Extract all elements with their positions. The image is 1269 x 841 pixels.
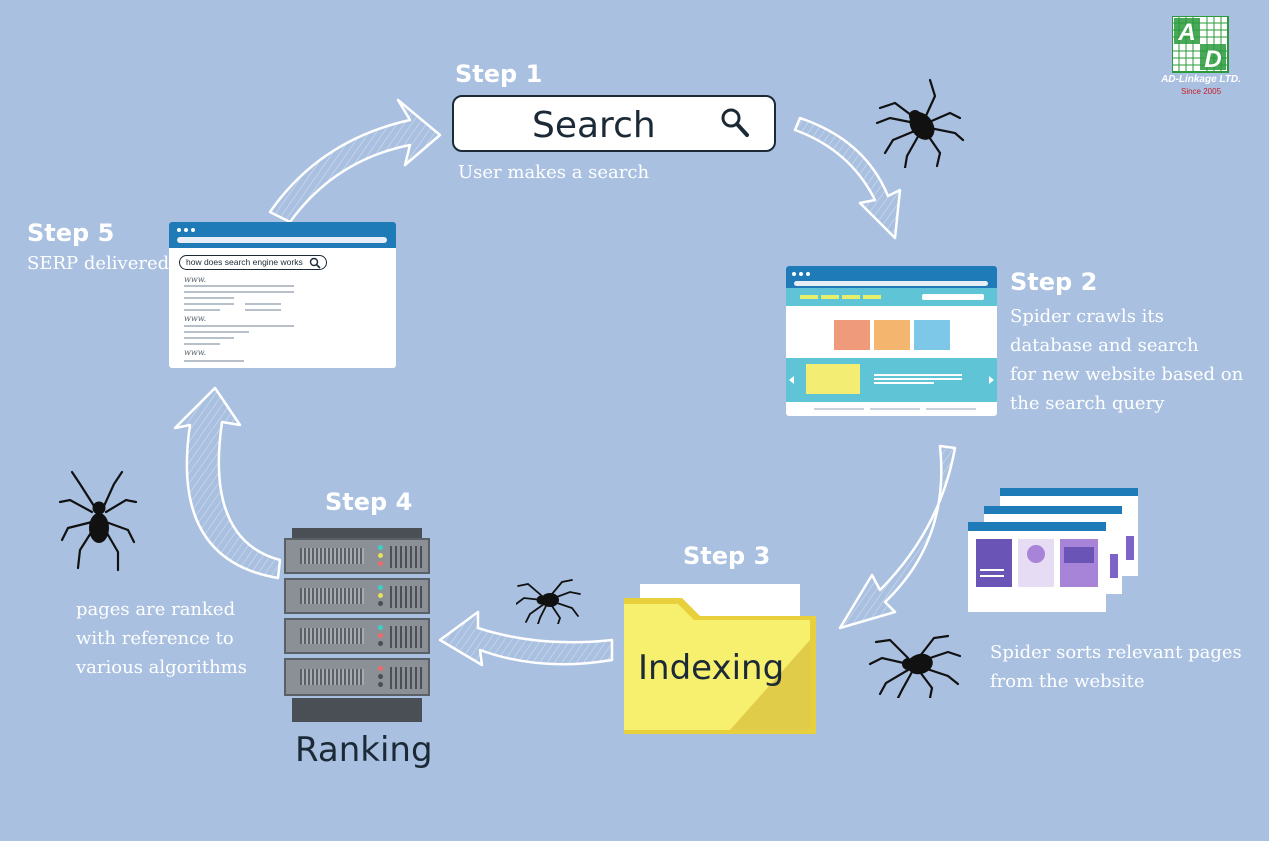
- step3-description-line: Spider sorts relevant pages: [990, 642, 1242, 663]
- server-rack-icon: [284, 528, 430, 723]
- step4-description: pages are ranked with reference to vario…: [76, 595, 247, 682]
- step2-description-line: the search query: [1010, 393, 1165, 414]
- serp-browser-window: how does search engine works www. www. w…: [169, 222, 396, 368]
- step2-description-line: database and search: [1010, 335, 1199, 356]
- search-box[interactable]: Search: [452, 95, 776, 152]
- curved-arrow-icon: [838, 444, 957, 630]
- serp-result-url: www.: [184, 348, 207, 357]
- curved-arrow-icon: [268, 98, 442, 224]
- spider-icon: [58, 470, 138, 572]
- browser-window-icon: [786, 266, 997, 416]
- step2-description-line: Spider crawls its: [1010, 306, 1164, 327]
- spider-icon: [875, 78, 965, 168]
- logo-mark: A D: [1172, 16, 1229, 73]
- step2-description-line: for new website based on: [1010, 364, 1244, 385]
- serp-result-url: www.: [184, 314, 207, 323]
- company-logo: A D AD-Linkage LTD. Since 2005: [1145, 14, 1257, 98]
- server-unit: [284, 618, 430, 654]
- step3-description-line: from the website: [990, 671, 1145, 692]
- logo-name: AD-Linkage LTD.: [1161, 74, 1241, 85]
- step2-description: Spider crawls its database and search fo…: [1010, 302, 1243, 418]
- step4-description-line: with reference to: [76, 628, 234, 649]
- folder-icon: [624, 584, 816, 734]
- server-unit: [284, 538, 430, 574]
- step5-description: SERP delivered: [27, 253, 170, 274]
- serp-query-text: how does search engine works: [186, 257, 303, 267]
- step1-description: User makes a search: [458, 162, 650, 183]
- spider-icon: [516, 579, 581, 624]
- step5-title: Step 5: [27, 219, 115, 247]
- spider-icon: [868, 634, 962, 698]
- step3-title: Step 3: [683, 542, 771, 570]
- server-unit: [284, 658, 430, 696]
- step2-title: Step 2: [1010, 268, 1098, 296]
- search-box-text: Search: [532, 105, 656, 146]
- folder-label: Indexing: [638, 648, 785, 688]
- step4-description-line: various algorithms: [76, 657, 247, 678]
- curved-arrow-icon: [438, 610, 614, 667]
- server-unit: [284, 578, 430, 614]
- step4-description-line: pages are ranked: [76, 599, 236, 620]
- stacked-pages-icon: [968, 486, 1143, 616]
- logo-letter-d: D: [1204, 46, 1221, 73]
- search-icon: [309, 257, 321, 269]
- search-icon: [721, 108, 749, 137]
- step1-title: Step 1: [455, 60, 543, 88]
- step3-description: Spider sorts relevant pages from the web…: [990, 638, 1242, 696]
- curved-arrow-icon: [173, 386, 282, 580]
- logo-letter-a: A: [1177, 19, 1195, 46]
- serp-search-field[interactable]: how does search engine works: [179, 255, 327, 270]
- server-label: Ranking: [295, 730, 433, 770]
- step4-title: Step 4: [325, 488, 413, 516]
- logo-since: Since 2005: [1180, 87, 1222, 96]
- curved-arrow-icon: [793, 116, 902, 240]
- serp-result-url: www.: [184, 275, 207, 284]
